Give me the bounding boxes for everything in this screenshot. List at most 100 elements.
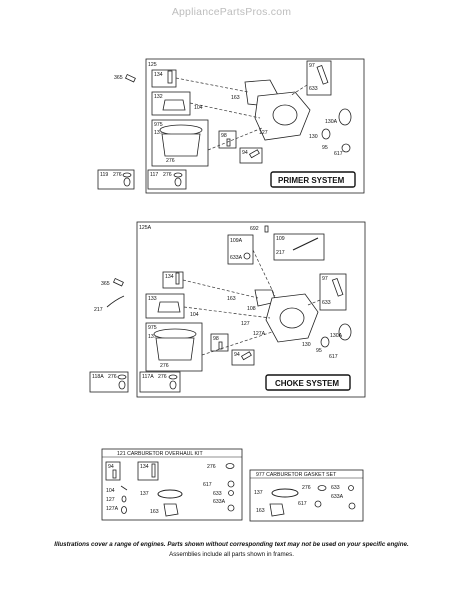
- choke-frame: [136, 221, 366, 398]
- svg-text:127: 127: [241, 321, 250, 327]
- svg-text:163: 163: [227, 296, 236, 302]
- kit-117A: 117A 276: [139, 371, 181, 393]
- svg-text:975: 975: [154, 122, 163, 128]
- svg-text:692: 692: [250, 226, 259, 232]
- svg-text:130: 130: [309, 134, 318, 140]
- frame-975: [151, 119, 209, 167]
- svg-text:617: 617: [329, 354, 338, 360]
- svg-text:276: 276: [166, 158, 175, 164]
- choke-system-label: CHOKE SYSTEM: [275, 379, 339, 388]
- overhaul-kit-frame: [101, 448, 243, 521]
- primer-stem-part[interactable]: [316, 65, 329, 85]
- svg-text:617: 617: [298, 501, 307, 507]
- svg-text:365: 365: [101, 281, 110, 287]
- needle-part[interactable]: [167, 70, 173, 84]
- svg-text:109A: 109A: [230, 238, 243, 244]
- svg-text:109: 109: [276, 236, 285, 242]
- svg-text:130A: 130A: [330, 333, 343, 339]
- svg-text:633A: 633A: [331, 494, 344, 500]
- svg-text:134: 134: [140, 464, 149, 470]
- bowl-gasket-part[interactable]: [159, 124, 203, 136]
- primer-system-section: 125 365 134 132 104 975 137 276 163 127 …: [114, 58, 365, 194]
- svg-text:133: 133: [148, 296, 157, 302]
- choke-system-section: 125A 692 109A 633A 109 217 365 217 134 1…: [94, 221, 366, 398]
- overhaul-kit-title: 121 CARBURETOR OVERHAUL KIT: [117, 451, 203, 457]
- primer-bulb-part[interactable]: [338, 108, 352, 126]
- svg-text:633A: 633A: [230, 255, 243, 261]
- frame-94-choke: [231, 349, 255, 366]
- choke-system-label-box: [265, 374, 351, 391]
- float-part[interactable]: [162, 99, 186, 111]
- svg-text:163: 163: [231, 95, 240, 101]
- svg-text:633: 633: [309, 86, 318, 92]
- frame-133: [145, 293, 185, 319]
- frame-109A: [227, 234, 254, 265]
- svg-text:104: 104: [190, 312, 199, 318]
- o-ring-617[interactable]: [341, 143, 351, 153]
- svg-text:276: 276: [302, 485, 311, 491]
- svg-text:130A: 130A: [325, 119, 338, 125]
- svg-text:217: 217: [94, 307, 103, 313]
- svg-text:104: 104: [106, 488, 115, 494]
- svg-text:217: 217: [276, 250, 285, 256]
- svg-text:127A: 127A: [106, 506, 119, 512]
- frame-98: [218, 130, 237, 149]
- svg-text:127: 127: [259, 130, 268, 136]
- svg-text:163: 163: [150, 509, 159, 515]
- svg-text:127: 127: [106, 497, 115, 503]
- float-bowl-part[interactable]: [161, 133, 201, 157]
- svg-text:137: 137: [140, 491, 149, 497]
- svg-text:276: 276: [113, 172, 122, 178]
- primer-frame-label: 125: [148, 62, 157, 68]
- primer-frame: [145, 58, 365, 194]
- svg-text:633: 633: [322, 300, 331, 306]
- svg-text:104: 104: [194, 105, 203, 111]
- svg-text:94: 94: [234, 352, 240, 358]
- svg-text:137: 137: [148, 334, 157, 340]
- svg-text:617: 617: [334, 151, 343, 157]
- svg-text:137: 137: [254, 490, 263, 496]
- svg-text:117A: 117A: [142, 374, 154, 380]
- svg-text:276: 276: [207, 464, 216, 470]
- svg-text:98: 98: [213, 336, 219, 342]
- svg-text:134: 134: [165, 274, 174, 280]
- svg-text:117: 117: [150, 172, 158, 178]
- kit-118A: 118A 276: [89, 371, 129, 393]
- screw-365-choke[interactable]: 365: [101, 277, 124, 287]
- svg-text:97: 97: [309, 63, 315, 69]
- svg-text:163: 163: [256, 508, 265, 514]
- svg-text:365: 365: [114, 75, 123, 81]
- svg-text:94: 94: [108, 464, 114, 470]
- choke-link-217[interactable]: [106, 295, 125, 308]
- screw-365-part[interactable]: 365: [114, 73, 136, 83]
- frame-97: [306, 60, 332, 96]
- svg-text:130: 130: [302, 342, 311, 348]
- svg-text:97: 97: [322, 276, 328, 282]
- footer-disclaimer: Illustrations cover a range of engines. …: [54, 541, 409, 548]
- site-watermark: AppliancePartsPros.com: [171, 6, 292, 18]
- choke-frame-label: 125A: [139, 225, 152, 231]
- frame-94: [239, 147, 263, 164]
- svg-text:633A: 633A: [213, 499, 226, 505]
- svg-text:633: 633: [331, 485, 340, 491]
- footer-assemblies-note: Assemblies include all parts shown in fr…: [169, 551, 294, 558]
- svg-text:95: 95: [322, 145, 328, 151]
- frame-97-choke: [319, 273, 347, 311]
- svg-text:95: 95: [316, 348, 322, 354]
- svg-text:127A: 127A: [253, 331, 266, 337]
- gasket-set-section: 977 CARBURETOR GASKET SET 137 276 633 63…: [249, 469, 364, 522]
- kit-117: 117 276: [147, 169, 187, 190]
- svg-text:108: 108: [247, 306, 256, 312]
- svg-text:118A: 118A: [92, 374, 104, 380]
- svg-text:94: 94: [242, 150, 248, 156]
- svg-text:276: 276: [163, 172, 172, 178]
- overhaul-kit-section: 121 CARBURETOR OVERHAUL KIT 94 134 276 1…: [101, 448, 243, 521]
- svg-text:276: 276: [158, 374, 167, 380]
- svg-text:134: 134: [154, 72, 163, 78]
- frame-132: [151, 91, 191, 116]
- gasket-set-title: 977 CARBURETOR GASKET SET: [256, 472, 337, 478]
- svg-text:975: 975: [148, 325, 157, 331]
- svg-text:119: 119: [100, 172, 108, 178]
- gasket-set-frame: [249, 469, 364, 522]
